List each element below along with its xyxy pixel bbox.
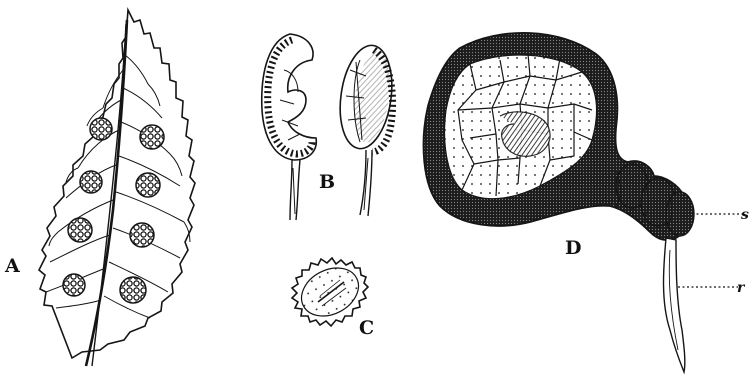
sorus <box>120 277 146 303</box>
sorus <box>90 118 112 140</box>
sporangia-figure: B <box>262 34 398 220</box>
sporangium-closed <box>334 42 398 216</box>
fern-pinna-figure: A <box>4 10 195 366</box>
label-s: s <box>741 207 749 223</box>
sorus <box>68 218 92 242</box>
rhizoid <box>664 238 685 372</box>
label-a: A <box>4 255 20 277</box>
sorus <box>63 274 85 296</box>
sorus <box>130 223 154 247</box>
pinna-outline <box>39 10 195 358</box>
spore-figure: C <box>292 258 374 339</box>
filament-cells <box>616 164 694 236</box>
sporangium-dehisced <box>262 34 317 220</box>
label-d: D <box>565 237 581 259</box>
sorus <box>136 173 160 197</box>
sorus <box>80 171 102 193</box>
label-b: B <box>319 171 335 193</box>
label-r: r <box>737 280 746 296</box>
prothallus-figure: s r D <box>424 33 749 372</box>
label-c: C <box>359 317 374 339</box>
sorus <box>140 125 164 149</box>
